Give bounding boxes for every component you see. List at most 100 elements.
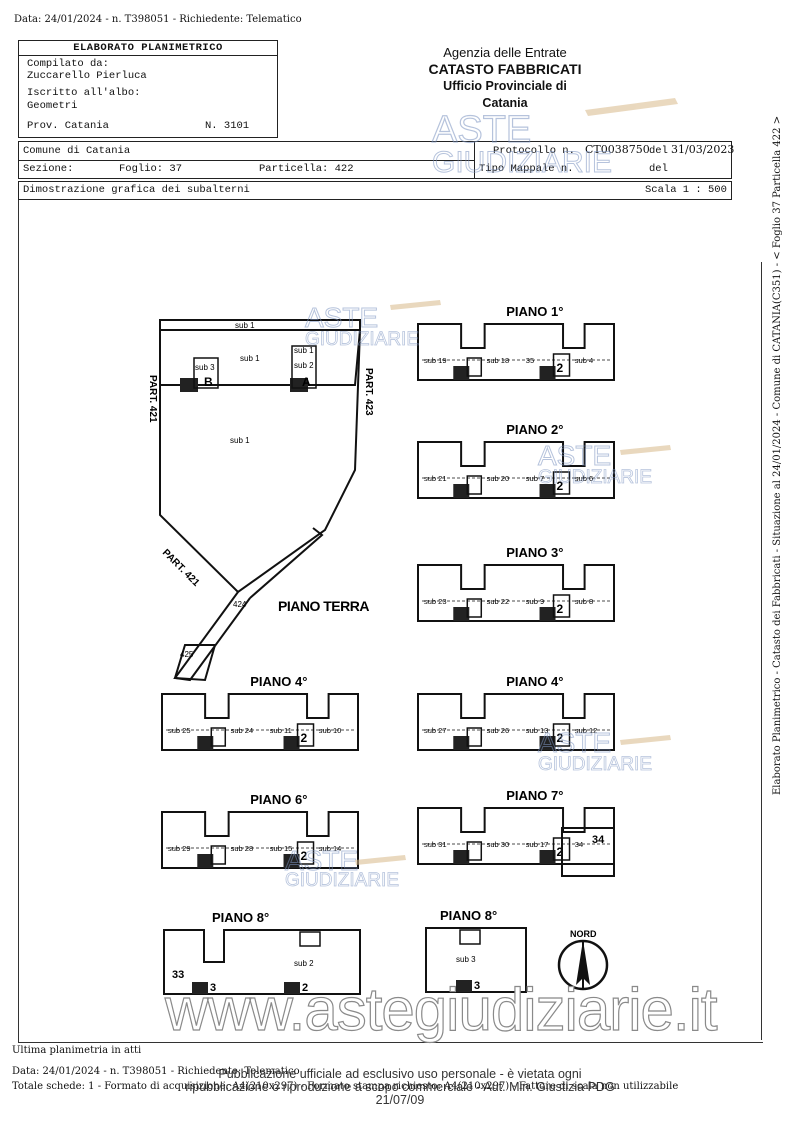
footer-ultima: Ultima planimetria in atti [12, 1045, 142, 1056]
sub-label-b: sub 24 [231, 726, 254, 735]
agency-line2: CATASTO FABBRICATI [428, 61, 582, 77]
wm-aste-5: ASTE [285, 845, 358, 876]
sub-label-b: sub 30 [487, 840, 510, 849]
dimostrazione: Dimostrazione grafica dei subalterni [23, 184, 250, 196]
pt-building [159, 329, 361, 386]
sub-label-b: sub 20 [487, 474, 510, 483]
stair-box-left [210, 845, 227, 865]
stair-box-left [466, 841, 483, 861]
footer-totale: Totale schede: 1 - Formato di acquisizio… [12, 1081, 679, 1092]
floor8-stair2-num: 2 [302, 982, 308, 994]
wm-giud-5: GIUDIZIARIE [285, 870, 399, 891]
info-hdivider [19, 160, 474, 161]
wm-aste-4: ASTE [538, 727, 611, 758]
stair-box-right [296, 841, 315, 865]
nord-compass: NORD [557, 929, 609, 991]
floor-piano2: PIANO 2° sub 21 sub 20 sub 7 sub 6 2 [417, 422, 615, 499]
floor8b-stair-num: 3 [474, 980, 480, 992]
floor-label: PIANO 2° [506, 422, 563, 437]
footer-disclaimer: Pubblicazione ufficiale ad esclusivo uso… [175, 1068, 625, 1107]
agency-line3: Ufficio Provinciale di [443, 79, 567, 93]
nord-label: NORD [570, 929, 597, 939]
protocollo-value: CT0038750 [585, 143, 650, 156]
agency-line1: Agenzia delle Entrate [443, 45, 567, 60]
stair-number: 2 [557, 361, 564, 375]
stair-block-right [539, 607, 556, 621]
floor8-label: PIANO 8° [212, 910, 269, 925]
sub-label-a: sub 29 [168, 844, 191, 853]
stair-box-left [466, 598, 483, 618]
floor8b-sub3: sub 3 [456, 955, 476, 964]
pt-subl: sub 1 [235, 321, 255, 330]
sub-label-a: sub 25 [168, 726, 191, 735]
floor-label: PIANO 6° [250, 792, 307, 807]
floor8-box [299, 931, 321, 947]
sub-label-d: sub 10 [319, 726, 342, 735]
sub-label-c: 35 [526, 356, 534, 365]
stair-block-right [283, 854, 300, 868]
sub-label-c: sub 7 [526, 474, 544, 483]
sezione-label: Sezione: [23, 163, 74, 175]
floor-label: PIANO 3° [506, 545, 563, 560]
pt-sub3-box [193, 357, 219, 389]
floor-label: PIANO 4° [506, 674, 563, 689]
wm-aste-3: ASTE [538, 440, 611, 471]
wm-giud-top: GIUDIZIARIE [432, 146, 612, 179]
pt-425: 425 [180, 650, 194, 659]
pt-part421b: PART. 421 [160, 547, 202, 589]
sub-label-d: sub 6 [575, 474, 593, 483]
sub-label-b: sub 28 [231, 844, 254, 853]
albo-value: Geometri [27, 100, 78, 112]
sub-label-a: sub 21 [424, 474, 447, 483]
floor8-stair2 [284, 982, 300, 994]
sub-label-a: sub 31 [424, 840, 447, 849]
stair-box-left [466, 475, 483, 495]
sub-label-d: 34 [575, 840, 583, 849]
stair-number: 2 [557, 602, 564, 616]
elaborato-box: ELABORATO PLANIMETRICO Compilato da: Zuc… [18, 40, 278, 138]
pt-sub2-box [291, 345, 317, 389]
pt-425-box [173, 644, 217, 682]
agency-block: Agenzia delle Entrate CATASTO FABBRICATI… [400, 44, 610, 112]
sub-label-d: sub 14 [319, 844, 342, 853]
wm-giud-2: GIUDIZIARIE [305, 329, 419, 350]
sub-label-c: sub 9 [526, 597, 544, 606]
del-label: del [649, 145, 668, 157]
pt-part423: PART. 423 [363, 368, 374, 416]
sub-label-d: sub 4 [575, 356, 593, 365]
side-vertical-text: Elaborato Planimetrico - Catasto dei Fab… [772, 115, 783, 795]
stair-block-right [539, 736, 556, 750]
gavel-icon-5 [355, 855, 406, 865]
stair-block-left [197, 854, 214, 868]
floor8-stair1 [192, 982, 208, 994]
floor8b-stair [456, 980, 472, 992]
info-box: Comune di Catania Sezione: Foglio: 37 Pa… [18, 141, 734, 179]
stair-number: 2 [557, 479, 564, 493]
floor8-outline [163, 929, 361, 995]
floor-outline [417, 441, 615, 499]
stair-block-left [453, 850, 470, 864]
prov-value: Prov. Catania [27, 120, 109, 132]
pt-sub1: sub 1 [240, 354, 260, 363]
gavel-icon-3 [620, 445, 671, 455]
sub-label-c: sub 13 [526, 726, 549, 735]
particella: Particella: 422 [259, 163, 354, 175]
sub-label-b: sub 26 [487, 726, 510, 735]
scale-row: Dimostrazione grafica dei subalterni Sca… [18, 181, 732, 200]
stair-number: 2 [557, 845, 564, 859]
stair-box-right [552, 723, 571, 747]
stair-block-left [453, 484, 470, 498]
numero-value: N. 3101 [205, 120, 250, 132]
floor-outline [417, 564, 615, 622]
floor-outline [161, 693, 359, 751]
pt-424-line [249, 527, 324, 599]
floor-label: PIANO 1° [506, 304, 563, 319]
gavel-icon-4 [620, 735, 671, 745]
stair-box-right [552, 594, 571, 618]
floor8-33: 33 [172, 969, 184, 981]
